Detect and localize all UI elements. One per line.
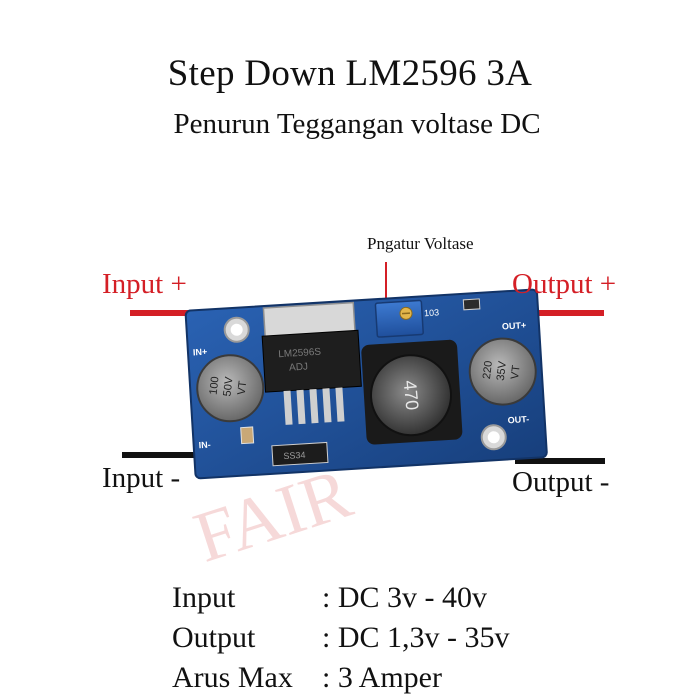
- ic-label-line1: LM2596S: [278, 347, 322, 361]
- cap-in-text-2: 50V: [221, 376, 235, 397]
- spec-name: Input: [172, 581, 236, 614]
- silk-out-plus: OUT+: [502, 320, 527, 331]
- spec-name: Arus Max: [172, 661, 293, 694]
- output-capacitor: [468, 337, 537, 406]
- input-capacitor: [196, 354, 265, 423]
- wire-output-plus: [532, 310, 604, 316]
- label-input-minus: Input -: [102, 462, 181, 494]
- label-input-plus: Input +: [102, 268, 187, 300]
- spec-name: Output: [172, 621, 256, 654]
- silk-in-plus: IN+: [193, 347, 208, 358]
- smd-resistor: [462, 298, 481, 311]
- pcb-board: LM2596S ADJ 100 50V VT 220 35V VT 470 10…: [184, 288, 548, 480]
- page-subtitle: Penurun Teggangan voltase DC: [173, 108, 541, 140]
- voltage-adjust-label: Pngatur Voltase: [367, 234, 474, 253]
- label-output-plus: Output +: [512, 268, 617, 300]
- spec-value: : DC 3v - 40v: [322, 581, 487, 614]
- spec-row-max-current: Arus Max : 3 Amper: [172, 658, 510, 698]
- wire-output-minus: [515, 458, 605, 464]
- smd-capacitor: [240, 426, 255, 445]
- wire-input-minus: [122, 452, 202, 458]
- cap-out-text-2: 35V: [495, 360, 509, 381]
- pot-value-label: 103: [424, 307, 440, 318]
- silk-in-minus: IN-: [198, 440, 211, 451]
- cap-out-text-3: VT: [509, 364, 523, 380]
- schottky-diode: [271, 441, 329, 467]
- wire-input-plus: [130, 310, 205, 316]
- silk-out-minus: OUT-: [507, 414, 529, 425]
- inductor-label: 470: [400, 379, 423, 411]
- ic-chip: [261, 329, 362, 393]
- cap-in-text-3: VT: [236, 380, 250, 396]
- spec-row-input: Input : DC 3v - 40v: [172, 578, 510, 618]
- cap-out-text-1: 220: [481, 360, 495, 380]
- label-output-minus: Output -: [512, 466, 610, 498]
- spec-list: Input : DC 3v - 40v Output : DC 1,3v - 3…: [172, 578, 510, 698]
- voltage-potentiometer: [374, 299, 424, 338]
- diode-label: SS34: [283, 450, 306, 461]
- page-title: Step Down LM2596 3A: [167, 53, 533, 94]
- inductor-coil: [370, 354, 453, 437]
- spec-value: : DC 1,3v - 35v: [322, 621, 510, 654]
- ic-label-line2: ADJ: [289, 361, 309, 373]
- spec-value: : 3 Amper: [322, 661, 442, 694]
- spec-row-output: Output : DC 1,3v - 35v: [172, 618, 510, 658]
- cap-in-text-1: 100: [208, 376, 222, 396]
